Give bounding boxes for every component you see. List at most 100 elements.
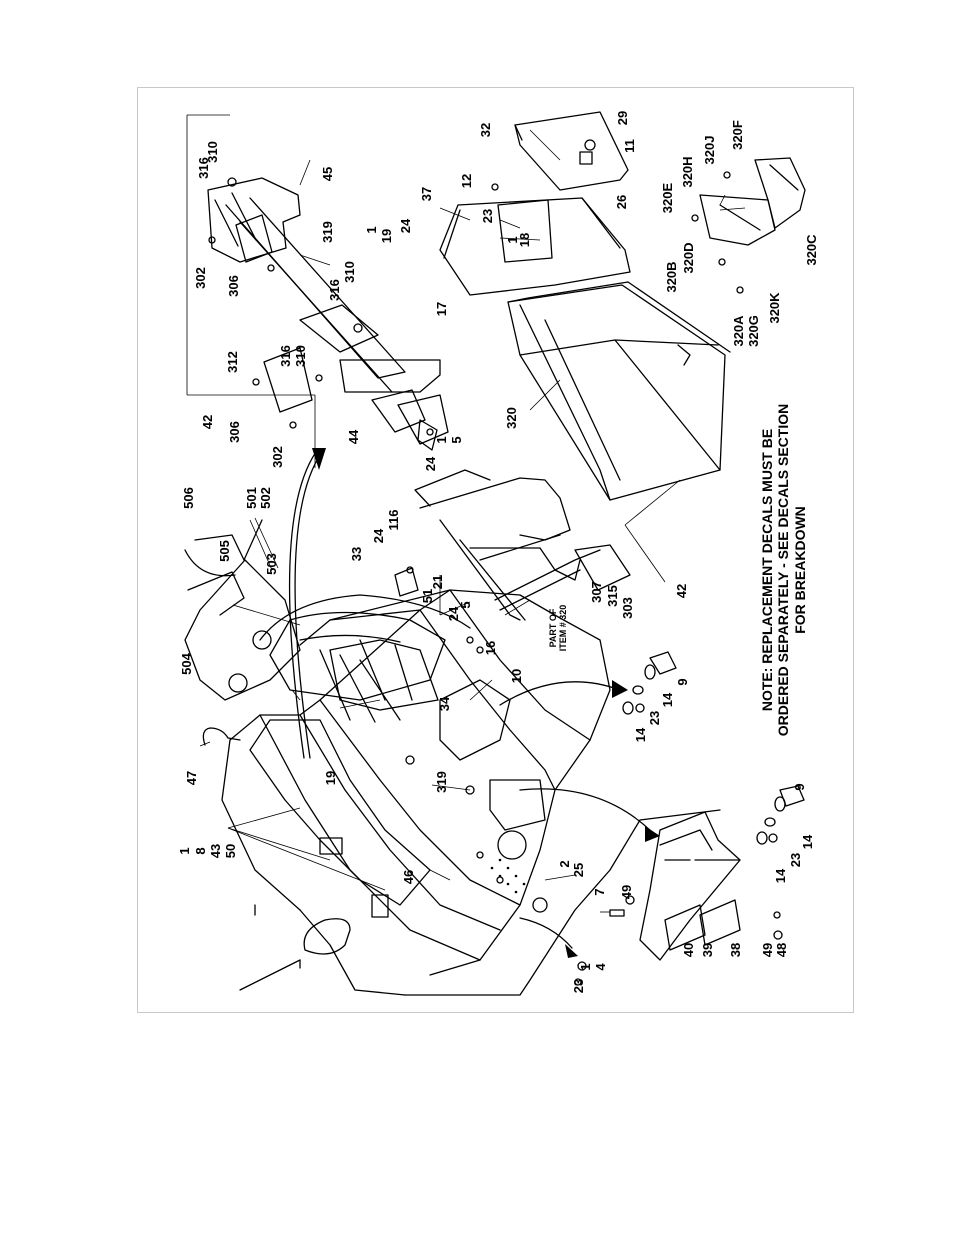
callout-1: 1 [578,963,593,970]
callout-8: 8 [193,847,208,854]
mount-bracket [184,517,301,701]
callout-320e: 320E [660,182,675,213]
main-chassis [221,589,721,996]
callout-502: 502 [258,487,273,509]
callout-9: 9 [792,783,807,790]
callout-23: 23 [480,209,495,223]
callout-25: 25 [571,863,586,877]
callout-5: 5 [458,601,473,608]
callout-14: 14 [633,727,648,742]
callout-320j: 320J [702,136,717,165]
callout-33: 33 [349,547,364,561]
callout-23: 23 [571,979,586,993]
callout-310: 310 [342,261,357,283]
callout-49: 49 [619,885,634,899]
callout-14: 14 [773,868,788,883]
callout-320c: 320C [804,234,819,266]
callout-48: 48 [774,943,789,957]
callout-1: 1 [364,226,379,233]
callout-1: 1 [177,847,192,854]
callout-40: 40 [681,943,696,957]
callout-24: 24 [398,218,413,233]
callout-16: 16 [483,641,498,655]
callout-319: 319 [434,771,449,793]
callout-320a: 320A [731,315,746,347]
note-line2: ORDERED SEPARATELY - SEE DECALS SECTION [775,404,791,736]
callout-316: 316 [196,157,211,179]
callout-320h: 320H [680,156,695,187]
callout-505: 505 [217,540,232,562]
seat-assembly [691,157,806,294]
callout-320b: 320B [664,261,679,292]
callout-303: 303 [620,597,635,619]
callout-37: 37 [419,187,434,201]
callout-19: 19 [323,771,338,785]
callout-9: 9 [675,678,690,685]
callout-39: 39 [700,943,715,957]
diagram-frame [137,87,854,1013]
callout-116: 116 [386,510,401,531]
replacement-decals-note: NOTE: REPLACEMENT DECALS MUST BE ORDERED… [759,404,808,736]
callout-26: 26 [614,195,629,209]
callout-51: 51 [420,589,435,603]
callout-306: 306 [227,421,242,443]
callout-302: 302 [270,446,285,468]
callout-4: 4 [593,963,608,971]
callout-310: 310 [205,141,220,163]
callout-302: 302 [193,267,208,289]
callout-43: 43 [208,844,223,858]
callout-7: 7 [592,888,607,895]
callout-34: 34 [437,696,452,711]
callout-310: 310 [293,345,308,367]
callout-319: 319 [320,221,335,243]
callout-14: 14 [800,834,815,849]
callout-17: 17 [434,302,449,316]
clip-parts [394,566,484,654]
foot-bracket [574,811,783,986]
callout-24: 24 [371,528,386,543]
hood-cover [439,111,731,501]
callout-5: 5 [449,436,464,443]
callout-12: 12 [459,174,474,188]
callout-14: 14 [660,692,675,707]
callout-18: 18 [517,233,532,247]
callout-29: 29 [615,111,630,125]
leader-lines [187,129,746,891]
callout-46: 46 [401,870,416,884]
callout-307: 307 [589,581,604,603]
callout-50: 50 [223,844,238,858]
callout-21: 21 [430,575,445,589]
callout-306: 306 [226,275,241,297]
callout-316: 316 [278,345,293,367]
callout-45: 45 [320,167,335,181]
callout-24: 24 [446,606,461,621]
note-line1: NOTE: REPLACEMENT DECALS MUST BE [759,429,775,711]
callout-47: 47 [184,771,199,785]
hood-frame [414,469,631,621]
assembly-arrows [288,448,660,958]
note-line3: FOR BREAKDOWN [792,506,808,634]
callout-42: 42 [674,584,689,598]
callout-19: 19 [379,229,394,243]
callout-312: 312 [225,351,240,373]
fender [259,594,471,723]
callout-49: 49 [760,943,775,957]
knob-hardware-set-2 [756,785,805,845]
callout-23: 23 [647,711,662,725]
callout-504: 504 [179,652,194,674]
callout-320g: 320G [746,315,761,347]
callout-320: 320 [504,407,519,429]
part-of-label: PART OF ITEM # 320 [548,605,568,652]
callout-1: 1 [505,236,520,243]
callout-2: 2 [557,860,572,867]
callout-316: 316 [327,279,342,301]
callout-24: 24 [423,456,438,471]
part-of-line1: PART OF [548,608,558,647]
callout-labels: 310 316 45 302 306 319 316 310 42 312 30… [177,111,819,993]
knob-hardware-set-1 [622,651,677,715]
callout-32: 32 [478,123,493,137]
callout-23: 23 [788,853,803,867]
callout-315: 315 [605,585,620,607]
